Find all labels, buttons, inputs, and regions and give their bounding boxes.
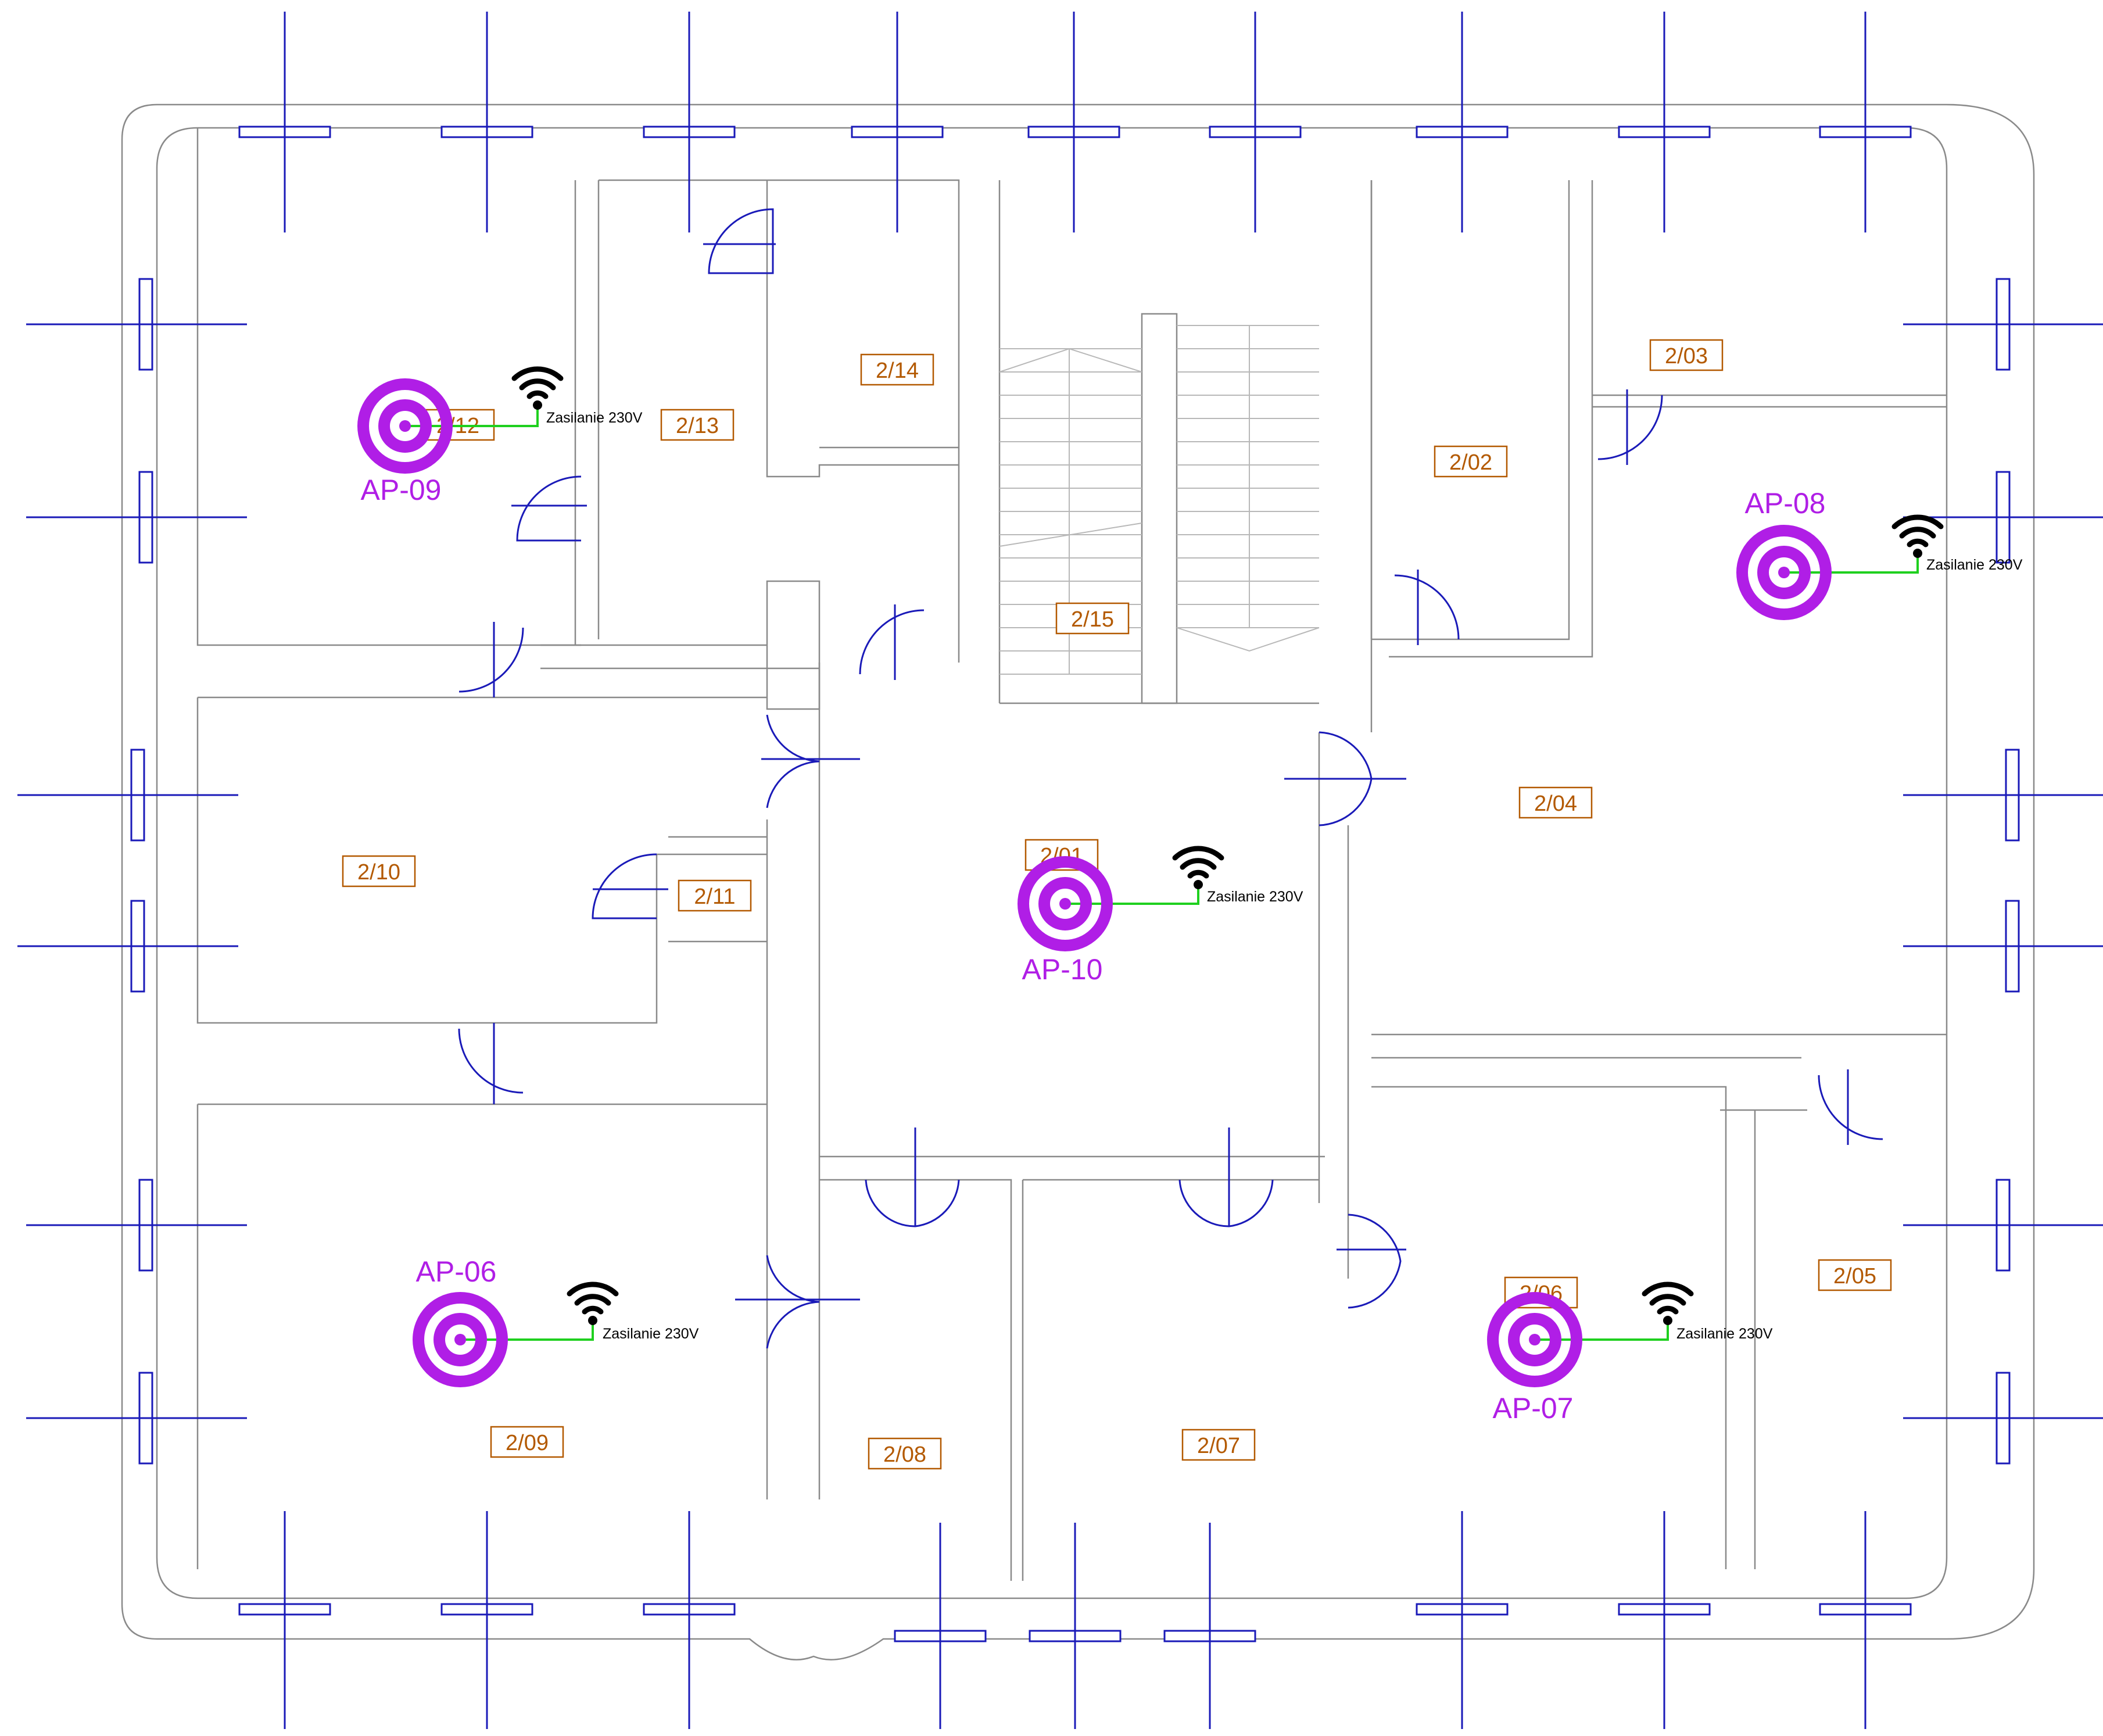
access-point-ap-07: AP-07 Zasilanie 230V <box>1493 1284 1773 1424</box>
room-2-05-text: 2/05 <box>1833 1264 1876 1288</box>
ap-07-label: AP-07 <box>1493 1392 1574 1424</box>
doors <box>458 208 1883 1349</box>
room-label-2-08: 2/08 <box>868 1437 942 1470</box>
power-label-ap-10: Zasilanie 230V <box>1207 889 1303 905</box>
exterior-walls <box>121 103 2035 1660</box>
room-label-2-07: 2/07 <box>1181 1429 1256 1461</box>
room-label-2-05: 2/05 <box>1818 1259 1892 1291</box>
power-label-ap-06: Zasilanie 230V <box>603 1326 699 1342</box>
room-2-13-text: 2/13 <box>676 414 719 438</box>
room-label-2-03: 2/03 <box>1649 339 1724 371</box>
room-label-2-10: 2/10 <box>342 855 416 887</box>
wifi-icon <box>1645 1284 1691 1325</box>
axis-lines <box>17 12 2103 1729</box>
room-2-03-text: 2/03 <box>1665 344 1708 368</box>
room-label-2-14: 2/14 <box>860 353 934 386</box>
ap-06-label: AP-06 <box>416 1255 497 1288</box>
room-label-2-04: 2/04 <box>1518 786 1593 819</box>
ap-10-label: AP-10 <box>1022 953 1103 986</box>
staircase <box>999 313 1320 704</box>
room-label-2-02: 2/02 <box>1434 445 1508 478</box>
power-label-ap-09: Zasilanie 230V <box>546 410 643 426</box>
room-2-02-text: 2/02 <box>1449 450 1492 475</box>
power-label-ap-08: Zasilanie 230V <box>1926 557 2023 573</box>
room-2-15-text: 2/15 <box>1071 607 1114 632</box>
room-2-10-text: 2/10 <box>357 860 400 885</box>
room-2-04-text: 2/04 <box>1534 792 1577 816</box>
room-2-11-text: 2/11 <box>694 885 735 909</box>
wifi-icon <box>569 1284 616 1325</box>
wifi-icon <box>1175 849 1221 889</box>
room-2-14-text: 2/14 <box>876 359 919 383</box>
ap-08-label: AP-08 <box>1745 487 1826 520</box>
power-label-ap-07: Zasilanie 230V <box>1676 1326 1773 1342</box>
room-label-2-11: 2/11 <box>678 879 752 912</box>
room-label-2-09: 2/09 <box>490 1426 564 1458</box>
wifi-icon <box>1894 517 1941 558</box>
access-point-ap-08: AP-08 Zasilanie 230V <box>1742 487 2023 614</box>
wifi-icon <box>514 369 561 410</box>
access-point-ap-09: AP-09 Zasilanie 230V <box>361 369 643 506</box>
ap-09-label: AP-09 <box>361 474 442 506</box>
room-2-07-text: 2/07 <box>1197 1434 1240 1458</box>
room-2-09-text: 2/09 <box>506 1431 549 1455</box>
access-point-ap-10: AP-10 Zasilanie 230V <box>1022 849 1303 986</box>
room-label-2-15: 2/15 <box>1055 602 1130 635</box>
access-point-ap-06: AP-06 Zasilanie 230V <box>416 1255 699 1381</box>
room-label-2-13: 2/13 <box>660 409 735 441</box>
room-2-08-text: 2/08 <box>883 1443 926 1467</box>
